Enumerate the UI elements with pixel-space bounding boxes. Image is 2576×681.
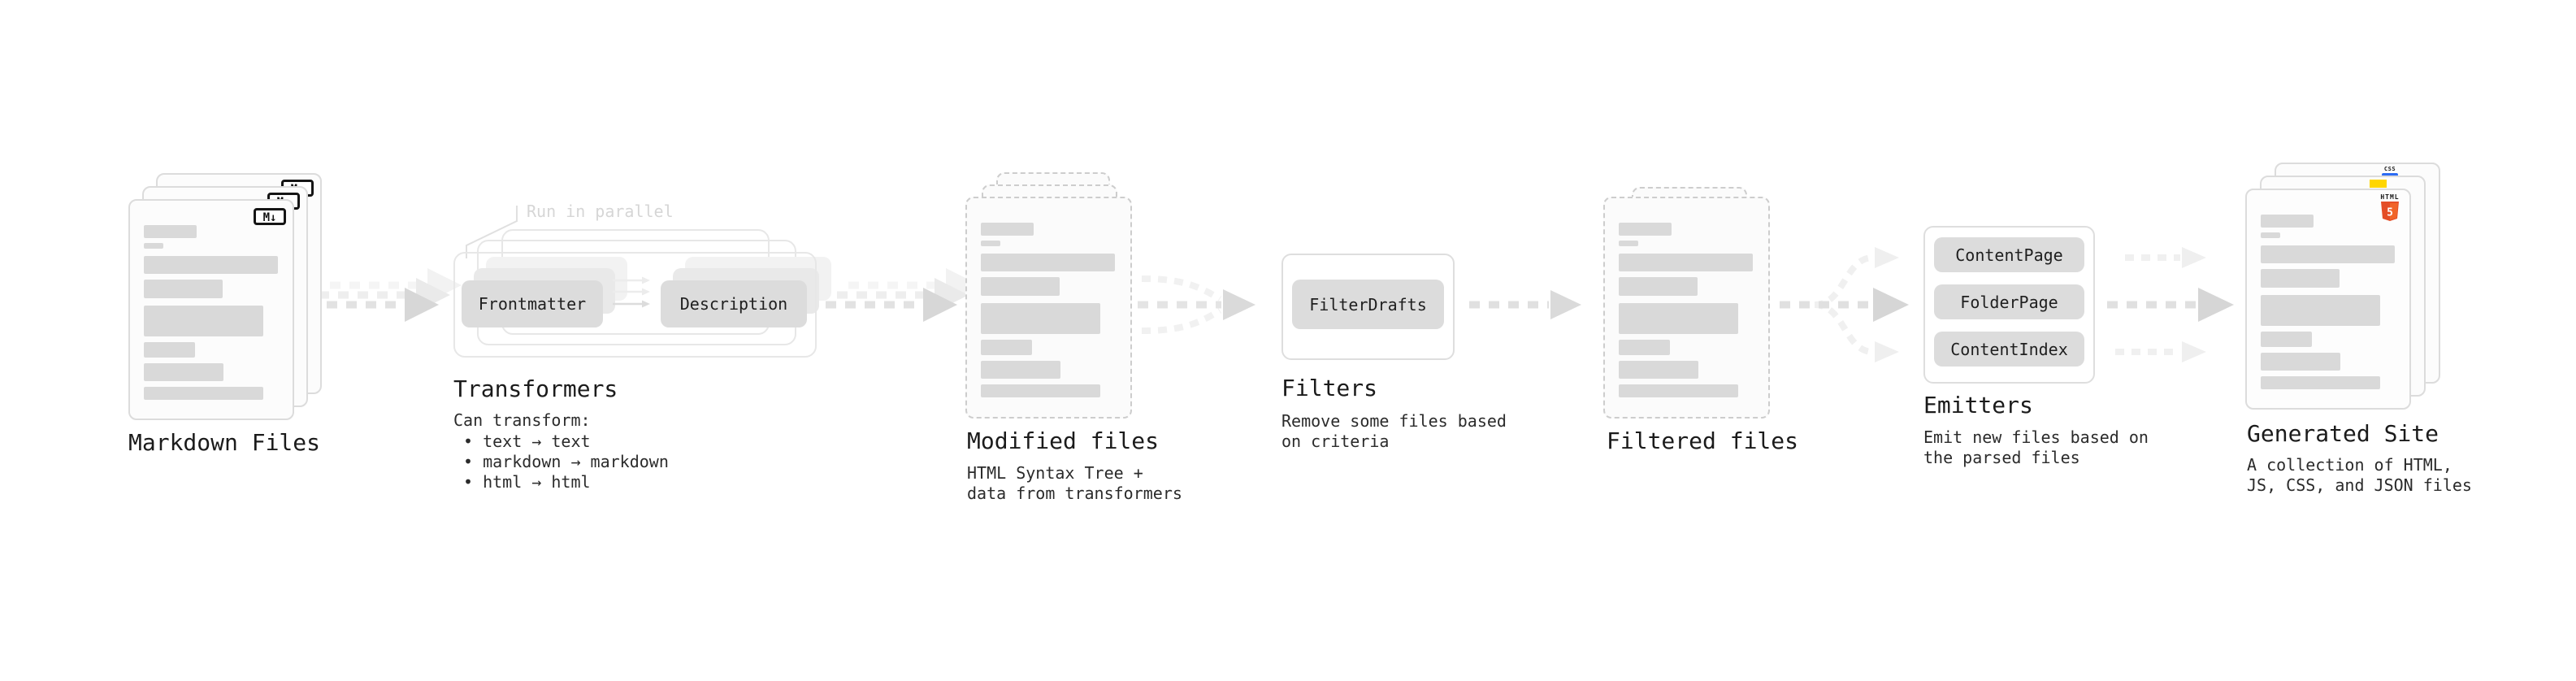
css-icon: CSS — [2382, 166, 2398, 176]
filtered-file-card — [1603, 197, 1770, 419]
text-placeholder-bar — [981, 277, 1060, 296]
text-placeholder-bar — [981, 361, 1060, 379]
filters-label: Filters — [1281, 375, 1378, 401]
text-placeholder-bar — [144, 306, 263, 336]
transformers-desc-title: Can transform: — [453, 410, 591, 430]
folder-page-emitter-pill: FolderPage — [1934, 284, 2084, 319]
flow-arrow-markdown-to-transformers — [307, 268, 462, 322]
js-icon — [2370, 180, 2387, 188]
text-placeholder-bar — [1619, 303, 1738, 334]
transformers-label: Transformers — [453, 375, 618, 402]
run-in-parallel-annotation: Run in parallel — [527, 202, 674, 221]
text-placeholder-bar — [144, 280, 223, 298]
text-placeholder-bar — [144, 225, 197, 238]
frontmatter-transformer-pill: Frontmatter — [462, 280, 603, 327]
generated-site-description: A collection of HTML, JS, CSS, and JSON … — [2247, 455, 2472, 495]
text-placeholder-bar — [144, 387, 263, 400]
text-placeholder-bar — [1619, 361, 1698, 379]
generated-site-label: Generated Site — [2247, 420, 2439, 447]
flow-arrow-transformers-to-modified — [826, 268, 980, 322]
parallel-arrows-icon — [613, 276, 650, 308]
emitters-label: Emitters — [1923, 392, 2033, 419]
text-placeholder-bar — [1619, 223, 1672, 236]
text-placeholder-bar — [2261, 295, 2380, 326]
modified-file-card — [965, 197, 1132, 419]
flow-arrow-modified-to-filters — [1138, 275, 1255, 334]
generated-html-file-card: HTML 5 — [2245, 189, 2411, 410]
transformers-bullet: • markdown → markdown — [463, 452, 669, 471]
flow-arrow-filtered-to-emitters — [1780, 247, 1909, 362]
text-placeholder-bar — [2261, 245, 2395, 263]
text-placeholder-bar — [144, 256, 278, 274]
markdown-file-card: M↓ — [128, 199, 294, 420]
text-placeholder-bar — [2261, 332, 2312, 347]
text-placeholder-bar — [981, 241, 1000, 246]
transformer-stack-outline-front — [453, 252, 817, 358]
text-placeholder-bar — [1619, 384, 1738, 397]
markdown-files-label: Markdown Files — [128, 429, 321, 456]
transformers-bullet: • text → text — [463, 432, 591, 451]
filter-drafts-pill: FilterDrafts — [1292, 280, 1444, 329]
text-placeholder-bar — [981, 254, 1115, 271]
text-placeholder-bar — [2261, 376, 2380, 389]
text-placeholder-bar — [2261, 215, 2314, 228]
content-index-emitter-pill: ContentIndex — [1934, 332, 2084, 367]
text-placeholder-bar — [1619, 340, 1670, 355]
emitters-description: Emit new files based on the parsed files — [1923, 427, 2149, 467]
filtered-files-label: Filtered files — [1607, 427, 1799, 454]
svg-text:5: 5 — [2387, 207, 2393, 219]
text-placeholder-bar — [144, 363, 223, 381]
text-placeholder-bar — [144, 342, 195, 358]
text-placeholder-bar — [981, 384, 1100, 397]
filters-description: Remove some files based on criteria — [1281, 411, 1507, 451]
modified-files-description: HTML Syntax Tree + data from transformer… — [967, 463, 1182, 503]
text-placeholder-bar — [2261, 353, 2340, 371]
flow-arrow-filters-to-filtered — [1469, 290, 1581, 319]
markdown-icon: M↓ — [254, 208, 286, 225]
transformers-bullet: • html → html — [463, 472, 591, 492]
content-page-emitter-pill: ContentPage — [1934, 237, 2084, 272]
html5-icon: HTML 5 — [2377, 193, 2403, 226]
text-placeholder-bar — [1619, 241, 1638, 246]
modified-files-label: Modified files — [967, 427, 1160, 454]
text-placeholder-bar — [981, 340, 1032, 355]
text-placeholder-bar — [2261, 269, 2340, 288]
text-placeholder-bar — [1619, 254, 1753, 271]
description-transformer-pill: Description — [661, 280, 807, 327]
flow-arrow-emitters-to-generated — [2107, 247, 2234, 362]
text-placeholder-bar — [144, 243, 163, 249]
text-placeholder-bar — [981, 303, 1100, 334]
text-placeholder-bar — [1619, 277, 1698, 296]
text-placeholder-bar — [2261, 232, 2280, 238]
text-placeholder-bar — [981, 223, 1034, 236]
